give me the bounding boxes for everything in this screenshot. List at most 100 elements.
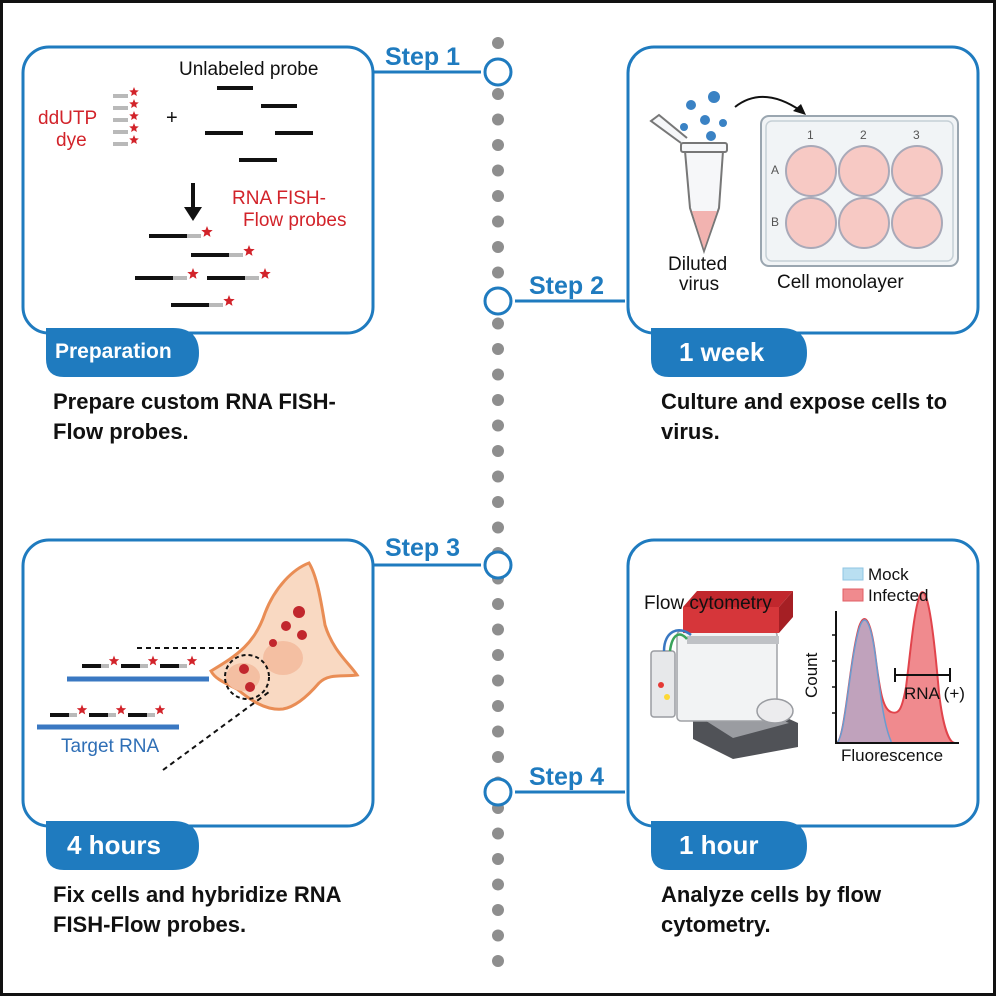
step-1-label: Step 1: [385, 43, 461, 71]
step-2-label: Step 2: [529, 272, 605, 300]
product-label-line1: RNA FISH-: [232, 188, 326, 209]
plate-column-1: 1: [807, 128, 814, 142]
cell-icon: [137, 561, 360, 771]
dye-star-icon: [187, 268, 199, 279]
panel-4-caption: Analyze cells by flow cytometry.: [661, 882, 882, 937]
probe-dye-icon: [113, 87, 139, 146]
target-rna-icon: [37, 676, 209, 730]
dye-star-icon: [129, 123, 139, 132]
timeline-dot: [492, 394, 504, 406]
timeline-dot: [492, 241, 504, 253]
plate-row-b: B: [771, 215, 780, 229]
timeline-dot: [492, 445, 504, 457]
well-plate-icon: [760, 115, 959, 267]
flow-cytometer-icon: [650, 591, 798, 759]
step-connectors: [371, 70, 625, 794]
timeline-dot: [492, 598, 504, 610]
timeline-dot: [492, 190, 504, 202]
timeline-dot: [492, 215, 504, 228]
panel-4-pill-label: 1 hour: [679, 830, 759, 860]
panel-1-pill: [46, 328, 199, 377]
curved-arrow-icon: [734, 95, 802, 112]
dye-star-icon: [223, 295, 235, 306]
timeline-dot: [492, 419, 504, 432]
panel-1-frame: [21, 45, 375, 335]
panel-2-caption: Culture and expose cells to virus.: [661, 389, 948, 444]
dye-star-icon: [76, 704, 88, 715]
step-3-marker: [483, 550, 513, 580]
timeline-dot: [492, 853, 504, 865]
dye-star-icon: [129, 111, 139, 120]
dye-label-line1: ddUTP: [38, 108, 98, 129]
timeline-dot: [492, 623, 504, 636]
panel-3-pill: [46, 821, 199, 870]
timeline-dot: [492, 164, 504, 177]
virus-icon: [680, 91, 727, 141]
dye-star-icon: [154, 704, 166, 715]
step-markers: [483, 57, 513, 807]
panel-3-pill-label: 4 hours: [67, 830, 161, 860]
step-3-label: Step 3: [385, 534, 461, 562]
timeline-dots: [492, 37, 504, 967]
unlabeled-probe-label: Unlabeled probe: [179, 59, 319, 80]
legend-infected: Infected: [868, 586, 929, 605]
panel-1-pill-label: Preparation: [55, 340, 172, 363]
panel-2-pill-label: 1 week: [679, 337, 765, 367]
diagram-artwork: [21, 37, 980, 967]
timeline-dot: [492, 88, 504, 100]
probe-icon: [50, 655, 198, 717]
panel-4-pill: [651, 821, 807, 870]
dye-star-icon: [129, 135, 139, 144]
arrow-down-icon: [184, 183, 202, 221]
tube-icon: [649, 113, 728, 255]
timeline-dot: [492, 496, 504, 508]
dye-star-icon: [108, 655, 120, 666]
timeline-dot: [492, 317, 504, 330]
timeline-dot: [492, 674, 504, 687]
plate-column-3: 3: [913, 128, 920, 142]
timeline-dot: [492, 113, 504, 126]
panel-2-pill: [651, 328, 807, 377]
x-axis-label: Fluorescence: [841, 746, 944, 765]
timeline-dot: [492, 37, 504, 49]
panel-3-caption: Fix cells and hybridize RNA FISH-Flow pr…: [53, 882, 341, 937]
dye-star-icon: [129, 87, 139, 96]
y-axis-label: Count: [802, 652, 821, 698]
flow-cytometry-label: Flow cytometry: [644, 593, 772, 614]
dye-label-line2: dye: [56, 130, 87, 151]
timeline-dot: [492, 955, 504, 967]
timeline-dot: [492, 368, 504, 381]
dye-star-icon: [115, 704, 127, 715]
histogram-icon: [832, 567, 959, 744]
timeline-dot: [492, 904, 504, 916]
labeled-probe-icon: [135, 226, 271, 307]
target-rna-label: Target RNA: [61, 736, 160, 757]
timeline-dot: [492, 521, 504, 534]
panel-1-caption: Prepare custom RNA FISH-Flow probes.: [53, 389, 336, 444]
unlabeled-probe-bars: [205, 86, 313, 162]
timeline-dot: [492, 827, 504, 840]
diluted-virus-label-line1: Diluted: [668, 254, 728, 275]
timeline-dot: [492, 751, 504, 763]
timeline-dot: [492, 700, 504, 712]
step-2-marker: [483, 286, 513, 316]
timeline-dot: [492, 470, 504, 483]
gate-label: RNA (+): [904, 684, 965, 703]
timeline-dot: [492, 725, 504, 738]
dye-star-icon: [186, 655, 198, 666]
legend-mock: Mock: [868, 565, 909, 584]
plate-row-a: A: [771, 163, 780, 177]
timeline-dot: [492, 139, 504, 151]
cell-monolayer-label: Cell monolayer: [777, 272, 904, 293]
plate-column-2: 2: [860, 128, 867, 142]
dye-star-icon: [147, 655, 159, 666]
timeline-dot: [492, 649, 504, 661]
timeline-dot: [492, 343, 504, 355]
product-label-line2: Flow probes: [243, 210, 347, 231]
dye-star-icon: [259, 268, 271, 279]
plus-sign: +: [166, 107, 178, 129]
timeline-dot: [492, 266, 504, 279]
timeline-dot: [492, 929, 504, 942]
step-1-marker: [483, 57, 513, 87]
